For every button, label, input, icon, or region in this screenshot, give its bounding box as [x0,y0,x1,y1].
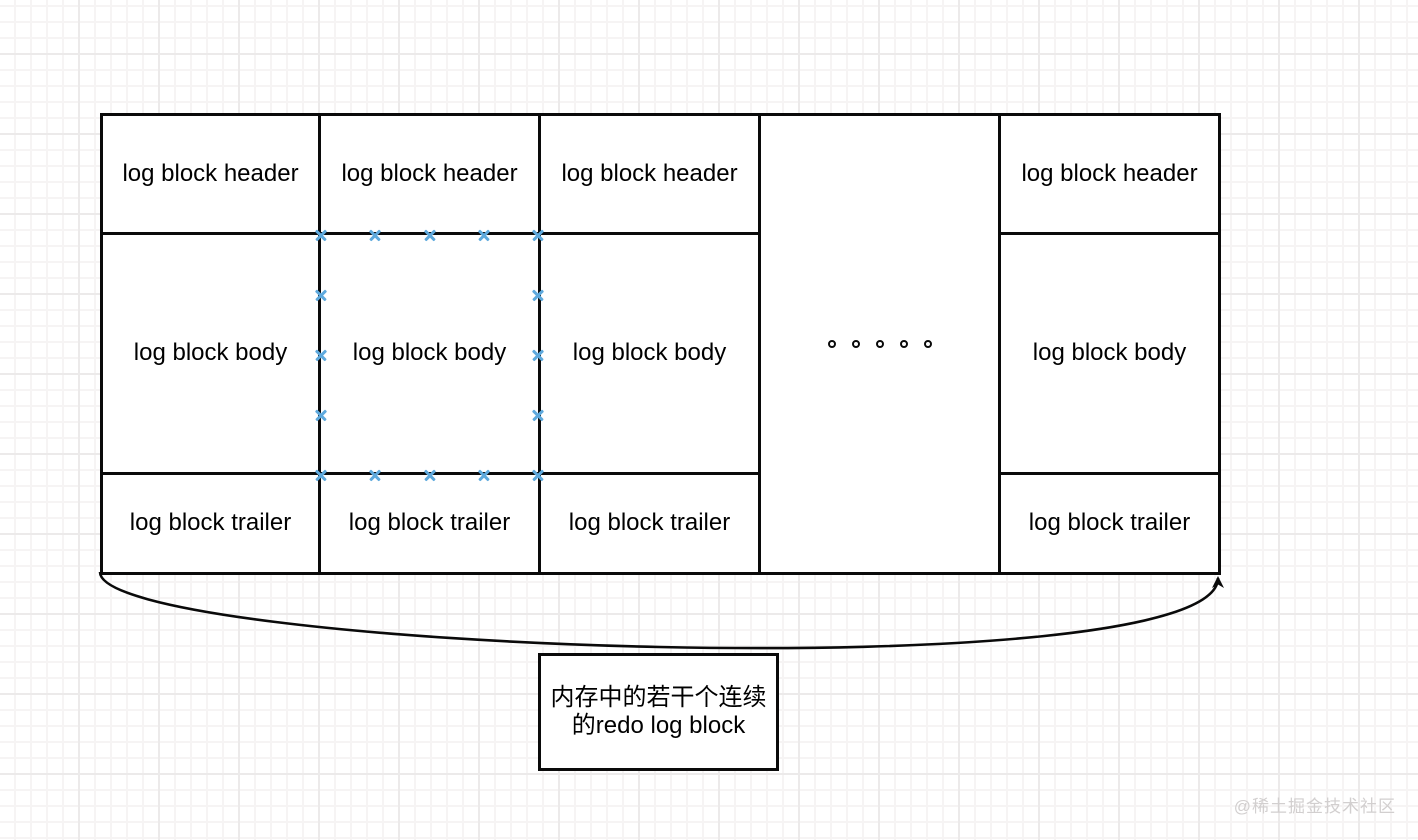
log-block-header-cell: log block header [321,116,538,235]
ellipsis-dot [899,340,908,348]
log-block-body-cell: log block body [541,235,758,475]
caption-line-1: 内存中的若干个连续 [550,684,767,711]
ellipsis-dots [761,116,998,572]
log-block-trailer-cell: log block trailer [321,475,538,572]
log-block-column-2: log block header log block body log bloc… [318,113,541,575]
log-block-column-3: log block header log block body log bloc… [538,113,761,575]
ellipsis-dot [827,340,836,348]
log-block-header-cell: log block header [103,116,318,235]
log-block-column-n: log block header log block body log bloc… [998,113,1221,575]
ellipsis-dot [851,340,860,348]
log-block-column-1: log block header log block body log bloc… [100,113,321,575]
ellipsis-dot [923,340,932,348]
log-block-body-cell: log block body [1001,235,1218,475]
log-block-trailer-cell: log block trailer [1001,475,1218,572]
log-block-body-cell: log block body [103,235,318,475]
log-block-header-cell: log block header [1001,116,1218,235]
log-block-body-cell-selected: log block body [321,235,538,475]
log-block-trailer-cell: log block trailer [103,475,318,572]
log-block-trailer-cell: log block trailer [541,475,758,572]
caption-box: 内存中的若干个连续 的redo log block [538,653,779,771]
caption-line-2: 的redo log block [571,712,746,739]
redo-log-blocks-table: log block header log block body log bloc… [100,113,1221,575]
ellipsis-column [758,113,1001,575]
ellipsis-dot [875,340,884,348]
log-block-header-cell: log block header [541,116,758,235]
watermark: @稀土掘金技术社区 [1233,797,1396,816]
